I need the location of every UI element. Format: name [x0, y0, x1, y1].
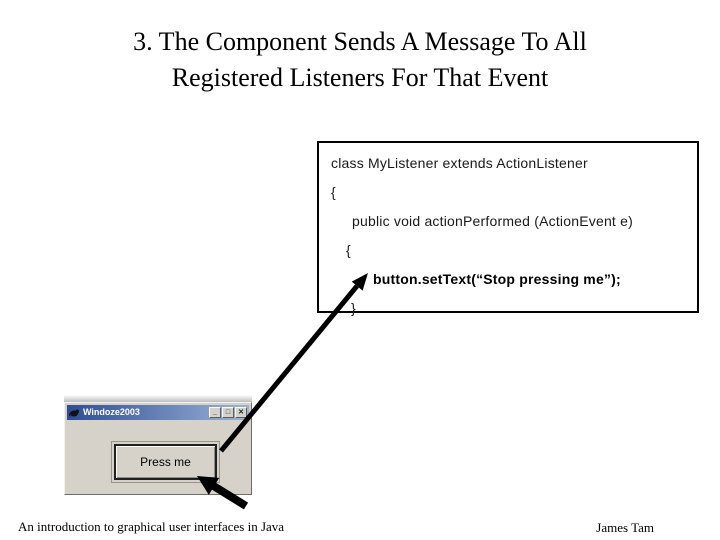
minimize-button[interactable]: _	[209, 407, 221, 418]
window-title: Windoze2003	[83, 407, 140, 417]
slide-title-line2: Registered Listeners For That Event	[171, 63, 549, 92]
windoze-window: Windoze2003 _ □ ✕ Press me	[64, 402, 252, 495]
close-button[interactable]: ✕	[235, 407, 247, 418]
code-line-inner-open-brace: {	[346, 242, 351, 258]
code-line-class: class MyListener extends ActionListener	[331, 155, 588, 171]
code-line-open-brace: {	[331, 184, 336, 200]
slide-title-line1: 3. The Component Sends A Message To All	[133, 27, 587, 56]
window-titlebar: Windoze2003 _ □ ✕	[67, 405, 249, 420]
maximize-button[interactable]: □	[222, 407, 234, 418]
press-me-button[interactable]: Press me	[114, 444, 217, 480]
code-box: class MyListener extends ActionListener …	[317, 141, 699, 316]
code-line-settext: button.setText(“Stop pressing me”);	[373, 271, 621, 287]
footer-course-title: An introduction to graphical user interf…	[18, 519, 285, 534]
window-top-remnant	[64, 395, 252, 402]
code-line-inner-close-brace: }	[351, 300, 356, 316]
window-controls: _ □ ✕	[209, 407, 247, 418]
mouse-icon	[69, 409, 79, 417]
code-line-method: public void actionPerformed (ActionEvent…	[352, 213, 633, 229]
footer-author: James Tam	[596, 520, 654, 535]
slide-title: 3. The Component Sends A Message To All …	[40, 24, 680, 96]
